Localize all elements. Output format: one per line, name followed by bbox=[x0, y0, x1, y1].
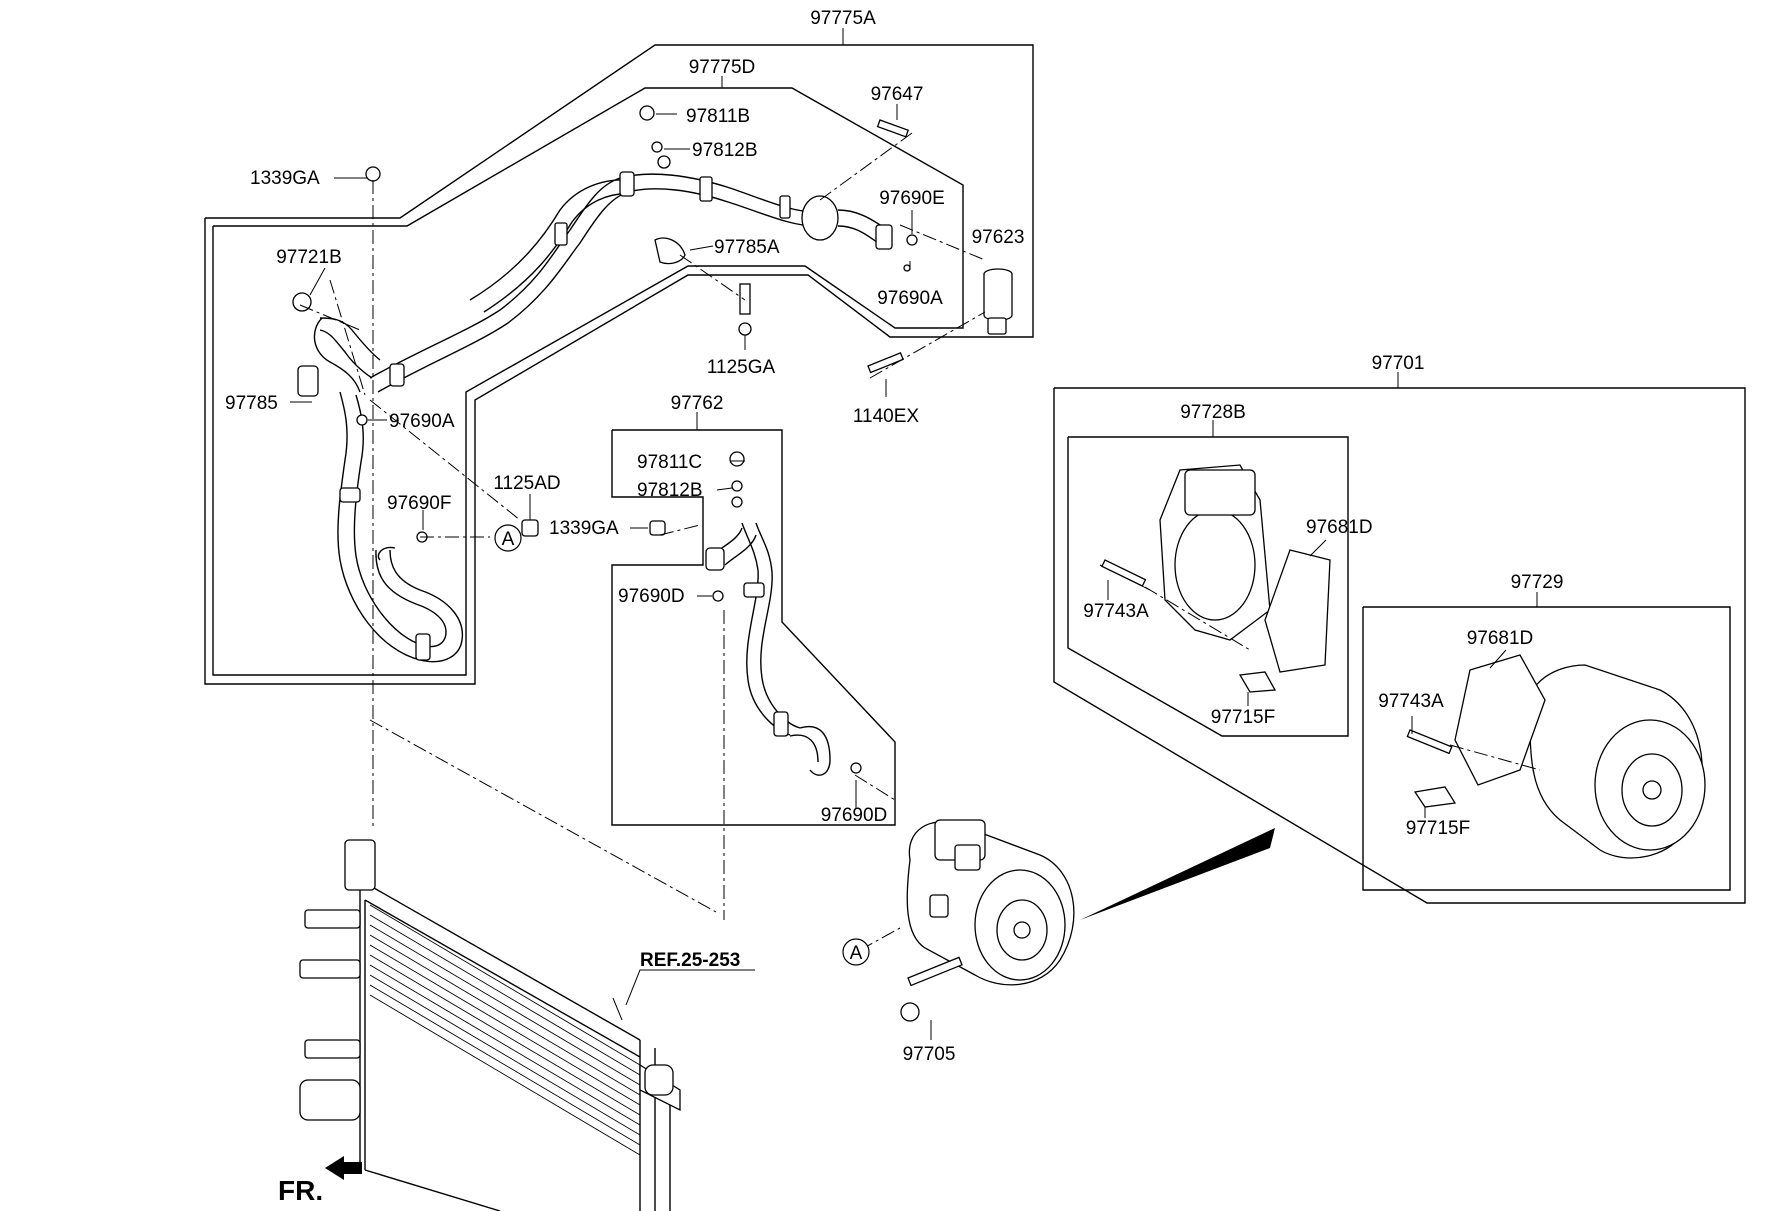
label-1140EX: 1140EX bbox=[853, 406, 920, 427]
label-97743A-upper: 97743A bbox=[1083, 601, 1149, 622]
arrow-left-icon bbox=[325, 1156, 362, 1180]
label-1339GA-mid: 1339GA bbox=[549, 518, 619, 539]
label-97785: 97785 bbox=[225, 393, 278, 414]
svg-text:A: A bbox=[850, 943, 863, 964]
svg-text:FR.: FR. bbox=[278, 1175, 323, 1206]
label-97690D-upper: 97690D bbox=[618, 586, 685, 607]
label-97715F-lower: 97715F bbox=[1406, 818, 1470, 839]
hose-block-fitting bbox=[875, 224, 893, 250]
hose-muffler bbox=[801, 195, 839, 241]
label-97729: 97729 bbox=[1511, 572, 1564, 593]
front-arrow: FR. bbox=[278, 1156, 362, 1206]
label-97728B: 97728B bbox=[1180, 402, 1246, 423]
compressor-97729 bbox=[1406, 654, 1706, 859]
label-1339GA-top: 1339GA bbox=[250, 168, 320, 189]
hose-assembly-upper bbox=[313, 171, 893, 663]
label-97811B: 97811B bbox=[686, 106, 750, 127]
receiver-drier-97623 bbox=[983, 268, 1013, 335]
label-1125GA: 1125GA bbox=[707, 357, 776, 378]
marker-a-lower: A bbox=[842, 938, 870, 966]
condenser bbox=[299, 839, 681, 1211]
ref-label: REF.25-253 bbox=[640, 950, 740, 971]
label-97690A-right: 97690A bbox=[877, 288, 943, 309]
label-97812B-mid: 97812B bbox=[637, 480, 703, 501]
label-97743A-lower: 97743A bbox=[1378, 691, 1444, 712]
label-97623: 97623 bbox=[972, 227, 1025, 248]
label-97705: 97705 bbox=[903, 1044, 956, 1065]
label-97812B-top: 97812B bbox=[692, 140, 758, 161]
label-97647: 97647 bbox=[871, 84, 924, 105]
group-97775D-outline bbox=[212, 87, 964, 676]
label-97775A: 97775A bbox=[810, 8, 876, 29]
group-97729-outline bbox=[1362, 606, 1731, 891]
group-97762-outline bbox=[611, 429, 896, 826]
label-97785A: 97785A bbox=[714, 237, 780, 258]
svg-text:A: A bbox=[502, 529, 515, 550]
label-leaders bbox=[290, 104, 1507, 1040]
label-97811C: 97811C bbox=[637, 452, 702, 473]
group-97775A-outline bbox=[204, 44, 1034, 685]
part-labels: 97775A 97775D 97647 97811B 97812B 1339GA… bbox=[225, 8, 1563, 1065]
label-97681D-upper: 97681D bbox=[1306, 517, 1373, 538]
label-97690E: 97690E bbox=[879, 188, 945, 209]
label-97690D-lower: 97690D bbox=[821, 805, 888, 826]
compressor bbox=[906, 819, 1275, 986]
label-97721B: 97721B bbox=[276, 247, 342, 268]
hose-97762 bbox=[705, 522, 831, 776]
label-97681D-lower: 97681D bbox=[1467, 628, 1534, 649]
assembly-lines bbox=[299, 132, 1541, 951]
compressor-housing-97728B bbox=[1099, 464, 1331, 693]
label-97690F: 97690F bbox=[387, 493, 451, 514]
label-97701: 97701 bbox=[1372, 353, 1425, 374]
group-97728B-outline bbox=[1067, 436, 1349, 737]
label-97775D: 97775D bbox=[689, 57, 756, 78]
marker-a-upper: A bbox=[494, 524, 522, 552]
label-97762: 97762 bbox=[671, 393, 724, 414]
group-97701-outline bbox=[1053, 387, 1746, 904]
label-97715F-upper: 97715F bbox=[1211, 707, 1275, 728]
label-97690A-left: 97690A bbox=[389, 411, 455, 432]
hardware bbox=[292, 105, 963, 1022]
callout-wedge bbox=[1080, 828, 1275, 920]
label-1125AD: 1125AD bbox=[493, 473, 560, 494]
